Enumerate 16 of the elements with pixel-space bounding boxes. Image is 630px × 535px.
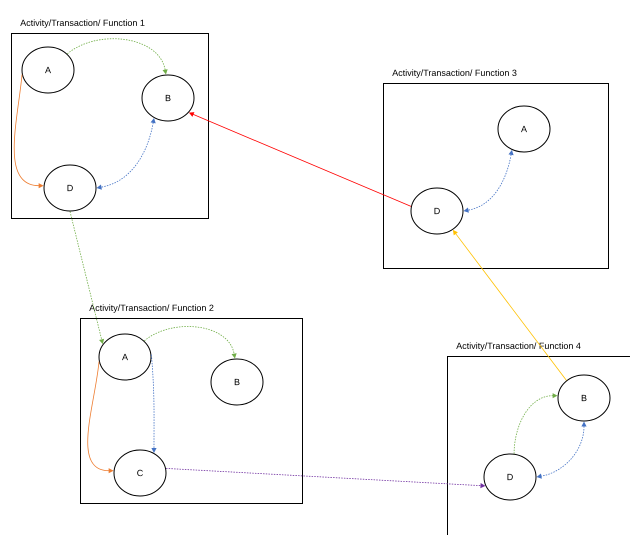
circle-node: B [142, 74, 194, 122]
circle-node: C [114, 450, 166, 496]
frame-title: Activity/Transaction/ Function 3 [392, 69, 516, 78]
circle-node: D [410, 188, 464, 234]
arrow [96, 118, 156, 190]
frame-title: Activity/Transaction/ Function 4 [456, 342, 581, 351]
circle-node: A [498, 106, 550, 152]
frame-title: Activity/Transaction/ Function 2 [89, 304, 214, 313]
circle-node: A [22, 46, 74, 94]
circle-node: D [44, 164, 96, 212]
circle-node: A [98, 334, 152, 380]
frame-title: Activity/Transaction/ Function 1 [20, 19, 144, 28]
circle-node: B [210, 358, 264, 406]
circle-node: D [484, 454, 536, 500]
circle-node: B [558, 374, 610, 422]
arrow [150, 354, 157, 453]
